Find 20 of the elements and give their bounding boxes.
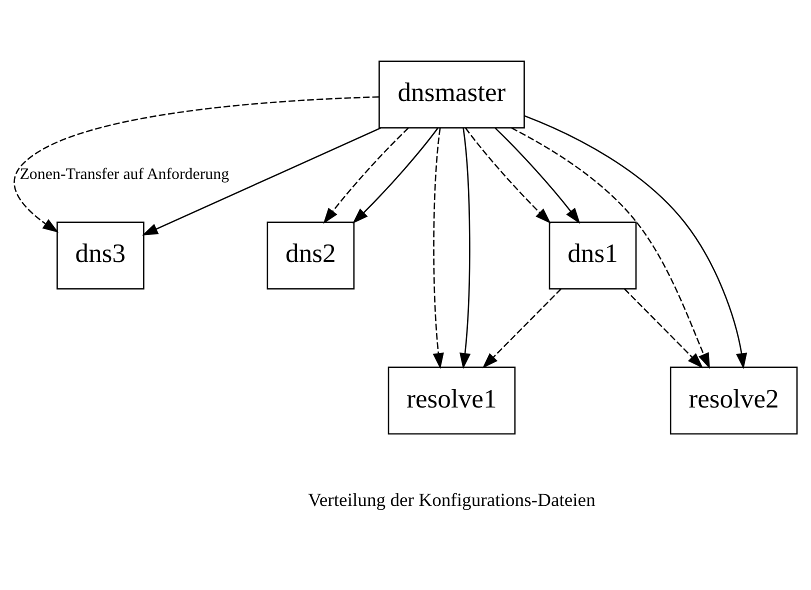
arrow (460, 128, 471, 369)
edge-label: Zonen-Transfer auf Anforderung (20, 166, 230, 183)
arrow (432, 128, 444, 369)
arrow (524, 114, 748, 369)
node-box: resolve1 (388, 366, 516, 434)
node-box: dns2 (266, 221, 355, 290)
label: Verteilung der Konfigurations-Dateien (308, 489, 596, 510)
arrow (323, 126, 409, 224)
arrow (464, 127, 551, 224)
arrow (142, 126, 381, 236)
node-box: dnsmaster (378, 60, 525, 128)
node-box: dns1 (548, 221, 637, 290)
arrow (352, 127, 438, 224)
node-box: resolve2 (670, 366, 798, 434)
arrow (482, 288, 562, 368)
arrow (624, 288, 704, 368)
arrow (14, 96, 379, 232)
arrow (511, 126, 710, 368)
arrow (494, 126, 580, 224)
node-box: dns3 (56, 221, 144, 290)
